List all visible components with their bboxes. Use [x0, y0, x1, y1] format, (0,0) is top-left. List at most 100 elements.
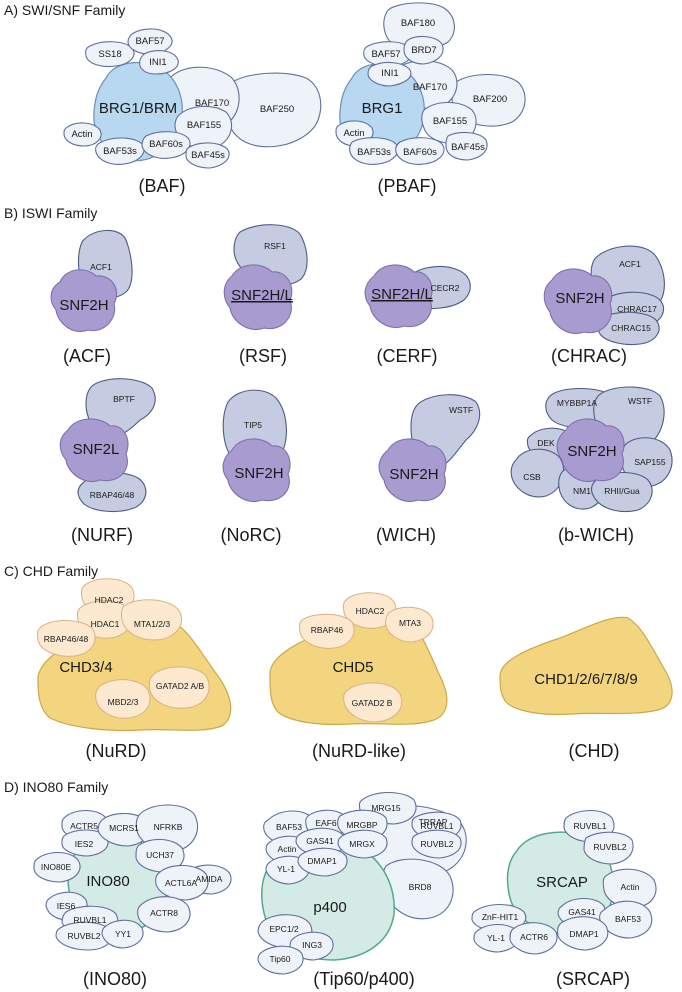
label-baf57: BAF57: [135, 36, 164, 47]
subunit-srcap-yl1: [473, 923, 520, 953]
label-baf250: BAF250: [260, 104, 294, 115]
complex-nurd: HDAC2 HDAC1 MTA1/2/3 RBAP46/48 CHD3/4 GA…: [36, 578, 232, 761]
subunit-nurdlike-hdac2: [342, 592, 397, 629]
label-bwich-core: SNF2H: [567, 443, 616, 460]
label-norc-core: SNF2H: [234, 465, 283, 482]
complex-srcap: RUVBL1 RUVBL2 SRCAP Actin ZnF-HIT1 GAS41…: [471, 809, 657, 989]
complex-name-tip60: (Tip60/p400): [313, 969, 414, 989]
label-eaf6: EAF6: [315, 818, 337, 828]
label-nurd-hdac2: HDAC2: [95, 595, 124, 605]
complex-pbaf: BAF180 BAF57 BRD7 INI1 BAF170 BAF200 BRG…: [335, 2, 526, 196]
label-chrac15: CHRAC15: [611, 323, 651, 333]
label-rhii-gua: RHII/Gua: [604, 486, 640, 496]
complex-name-nurdlike: (NuRD-like): [312, 741, 406, 761]
subunit-baf180: [383, 2, 455, 51]
label-pbaf-baf57: BAF57: [371, 49, 400, 60]
complex-chd: CHD1/2/6/7/8/9 (CHD): [499, 616, 673, 761]
label-tip60: Tip60: [270, 954, 291, 964]
section-title-swi-snf: A) SWI/SNF Family: [4, 2, 125, 18]
subunit-srcap-baf53: [599, 900, 653, 939]
core-rsf: [223, 264, 293, 330]
subunit-tip-dmap1: [297, 847, 348, 877]
label-actr6: ACTR6: [520, 932, 548, 942]
label-mrgx: MRGX: [349, 839, 375, 849]
label-srcap-gas41: GAS41: [568, 907, 596, 917]
complex-bwich: MYBBP1A WSTF DEK CSB SAP155 NM1 RHII/Gua…: [510, 386, 673, 545]
complex-cerf: CECR2 SNF2H/L (CERF): [364, 264, 471, 366]
label-sap155: SAP155: [634, 457, 665, 467]
label-acf1: ACF1: [90, 262, 112, 272]
core-norc: [222, 438, 291, 502]
label-ino80-ruvbl2: RUVBL2: [67, 931, 100, 941]
subunit-ino80-ruvbl2: [55, 921, 113, 951]
label-ino80-core: INO80: [86, 873, 129, 890]
core-chd: [499, 616, 673, 716]
subunit-actl6a: [155, 864, 209, 901]
label-ing3: ING3: [302, 940, 322, 950]
label-nurdlike-core: CHD5: [333, 659, 374, 676]
label-cerf-core: SNF2H/L: [371, 286, 433, 303]
subunit-gatad2b: [343, 682, 403, 723]
subunit-ss18: [85, 41, 135, 68]
subunit-srcap-dmap1: [557, 916, 609, 951]
label-tip-ruvbl1: RUVBL1: [420, 821, 453, 831]
subunit-baf60s: [395, 137, 445, 165]
label-gatad2ab: GATAD2 A/B: [156, 681, 205, 691]
complex-name-acf: (ACF): [63, 346, 111, 366]
subunit-srcap-ruvbl2: [583, 831, 634, 865]
label-srcap-core: SRCAP: [536, 874, 588, 891]
label-pbaf-baf155: BAF155: [433, 116, 467, 127]
subunit-brd7: [403, 35, 444, 65]
label-baf60s: BAF60s: [149, 139, 183, 150]
subunit-tip60: [257, 945, 304, 975]
section-title-chd: C) CHD Family: [4, 563, 98, 579]
label-baf-core: BRG1/BRM: [99, 100, 177, 117]
label-nfrkb: NFRKB: [154, 822, 183, 832]
label-srcap-yl1: YL-1: [487, 933, 505, 943]
label-pbaf-baf45s: BAF45s: [451, 142, 485, 153]
complex-tip60: MRG15 BAF53 EAF6 MRGBP TRRAP Actin GAS41…: [257, 791, 467, 989]
complex-wich: WSTF SNF2H (WICH): [376, 394, 481, 545]
label-baf155: BAF155: [187, 120, 221, 131]
subunit-rhii-gua: [590, 471, 653, 513]
core-nurf: [59, 418, 129, 482]
label-mbd2-3: MBD2/3: [108, 697, 139, 707]
complex-rsf: RSF1 SNF2H/L (RSF): [223, 224, 308, 366]
label-pbaf-core: BRG1: [362, 100, 403, 117]
complex-nurf: BPTF SNF2L RBAP46/48 (NURF): [59, 378, 156, 545]
label-brd8: BRD8: [409, 882, 432, 892]
label-actr8: ACTR8: [150, 908, 178, 918]
label-nm1: NM1: [573, 486, 591, 496]
label-chd-core: CHD1/2/6/7/8/9: [534, 671, 637, 688]
subunit-nurd-rbap46-48: [36, 620, 96, 657]
label-mrg15: MRG15: [371, 803, 401, 813]
label-mcrs1: MCRS1: [109, 823, 139, 833]
subunit-actr8: [137, 896, 191, 933]
subunit-gatad2ab: [148, 666, 210, 709]
label-tip5: TIP5: [244, 420, 262, 430]
label-wich-core: SNF2H: [389, 466, 438, 483]
label-cecr2: CECR2: [431, 283, 460, 293]
label-ies2: IES2: [75, 839, 94, 849]
subunit-baf53s: [349, 137, 399, 165]
label-srcap-ruvbl1: RUVBL1: [573, 821, 606, 831]
complex-name-srcap: (SRCAP): [556, 969, 630, 989]
label-srcap-dmap1: DMAP1: [569, 929, 599, 939]
label-ini1: INI1: [149, 57, 166, 68]
complex-name-cerf: (CERF): [377, 346, 438, 366]
label-pbaf-baf170: BAF170: [413, 82, 447, 93]
subunit-baf45s: [445, 131, 488, 161]
label-chrac17: CHRAC17: [617, 304, 657, 314]
label-csb: CSB: [523, 472, 541, 482]
label-wich-wstf: WSTF: [449, 405, 473, 415]
label-baf45s: BAF45s: [191, 150, 225, 161]
label-trrap: TRRAP: [419, 817, 448, 827]
label-baf180: BAF180: [401, 18, 435, 29]
label-tip-ruvbl2: RUVBL2: [420, 839, 453, 849]
label-dek: DEK: [537, 438, 555, 448]
section-title-ino80: D) INO80 Family: [4, 779, 108, 795]
label-epc1-2: EPC1/2: [269, 924, 299, 934]
complex-name-nurd: (NuRD): [86, 741, 147, 761]
subunit-yy1: [101, 919, 144, 949]
